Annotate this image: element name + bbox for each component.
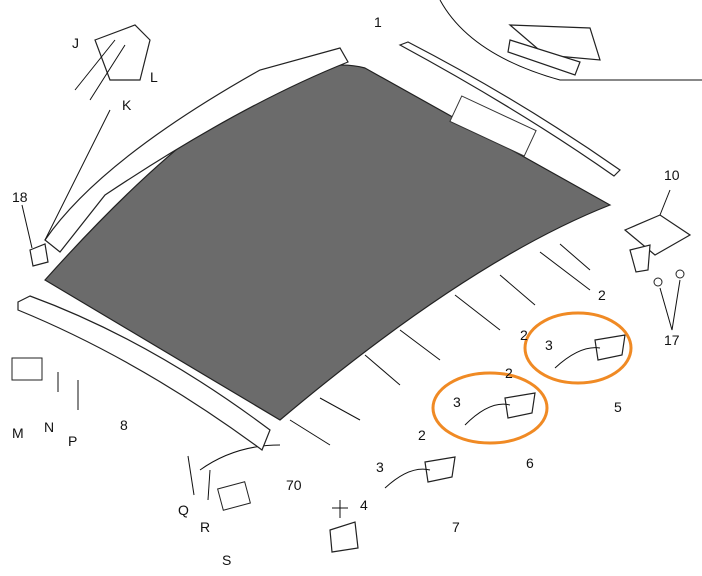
roof-front-trim (17, 295, 271, 451)
callout-N: N (44, 419, 54, 435)
callout-P: P (68, 433, 77, 449)
fastener-17b (675, 269, 685, 279)
leader-JKL (44, 109, 111, 241)
callout-6: 6 (526, 455, 534, 471)
callout-1: 1 (374, 14, 382, 30)
detail-JKL (74, 24, 151, 101)
callout-3a: 3 (545, 337, 553, 353)
cable-assembly-7 (384, 456, 456, 489)
callout-2d: 2 (418, 427, 426, 443)
callout-18: 18 (12, 189, 28, 205)
callout-3b: 3 (453, 394, 461, 410)
trim-M (11, 357, 43, 381)
cable-assembly-5 (554, 334, 626, 369)
callout-10: 10 (664, 167, 680, 183)
callout-3c: 3 (376, 459, 384, 475)
callout-2b: 2 (520, 327, 528, 343)
callout-2a: 2 (598, 287, 606, 303)
callout-J: J (72, 35, 79, 51)
detail-top-right (507, 24, 601, 76)
fastener-17a (653, 277, 663, 287)
trim-S (217, 481, 251, 511)
roof-panel (44, 64, 612, 421)
highlight-part-6 (431, 371, 549, 445)
leader-10 (659, 189, 671, 216)
callout-L: L (150, 69, 158, 85)
highlight-part-5 (523, 311, 633, 385)
background-arc-bottom (199, 444, 281, 471)
right-roof-rail (398, 41, 621, 177)
callout-K: K (122, 97, 132, 113)
callout-4: 4 (360, 497, 368, 513)
callout-2c: 2 (505, 365, 513, 381)
leader-17 (659, 279, 681, 331)
center-pad (449, 95, 537, 157)
callout-R: R (200, 519, 210, 535)
clip-18 (29, 243, 49, 267)
callout-M: M (12, 425, 24, 441)
screw-Q (187, 455, 195, 496)
callout-7: 7 (452, 519, 460, 535)
bracket-10 (623, 214, 692, 273)
bracket-70 (329, 500, 359, 553)
callout-17: 17 (664, 332, 680, 348)
callout-Q: Q (178, 502, 189, 518)
callout-8: 8 (120, 417, 128, 433)
callout-5: 5 (614, 399, 622, 415)
leader-18 (21, 204, 33, 249)
background-arc-top (439, 0, 702, 81)
callout-70: 70 (286, 477, 302, 493)
callout-S: S (222, 552, 231, 568)
left-roof-rail (44, 47, 349, 253)
roof-strips (289, 243, 591, 446)
cable-assembly-6 (464, 392, 536, 426)
clip-R (207, 469, 211, 501)
